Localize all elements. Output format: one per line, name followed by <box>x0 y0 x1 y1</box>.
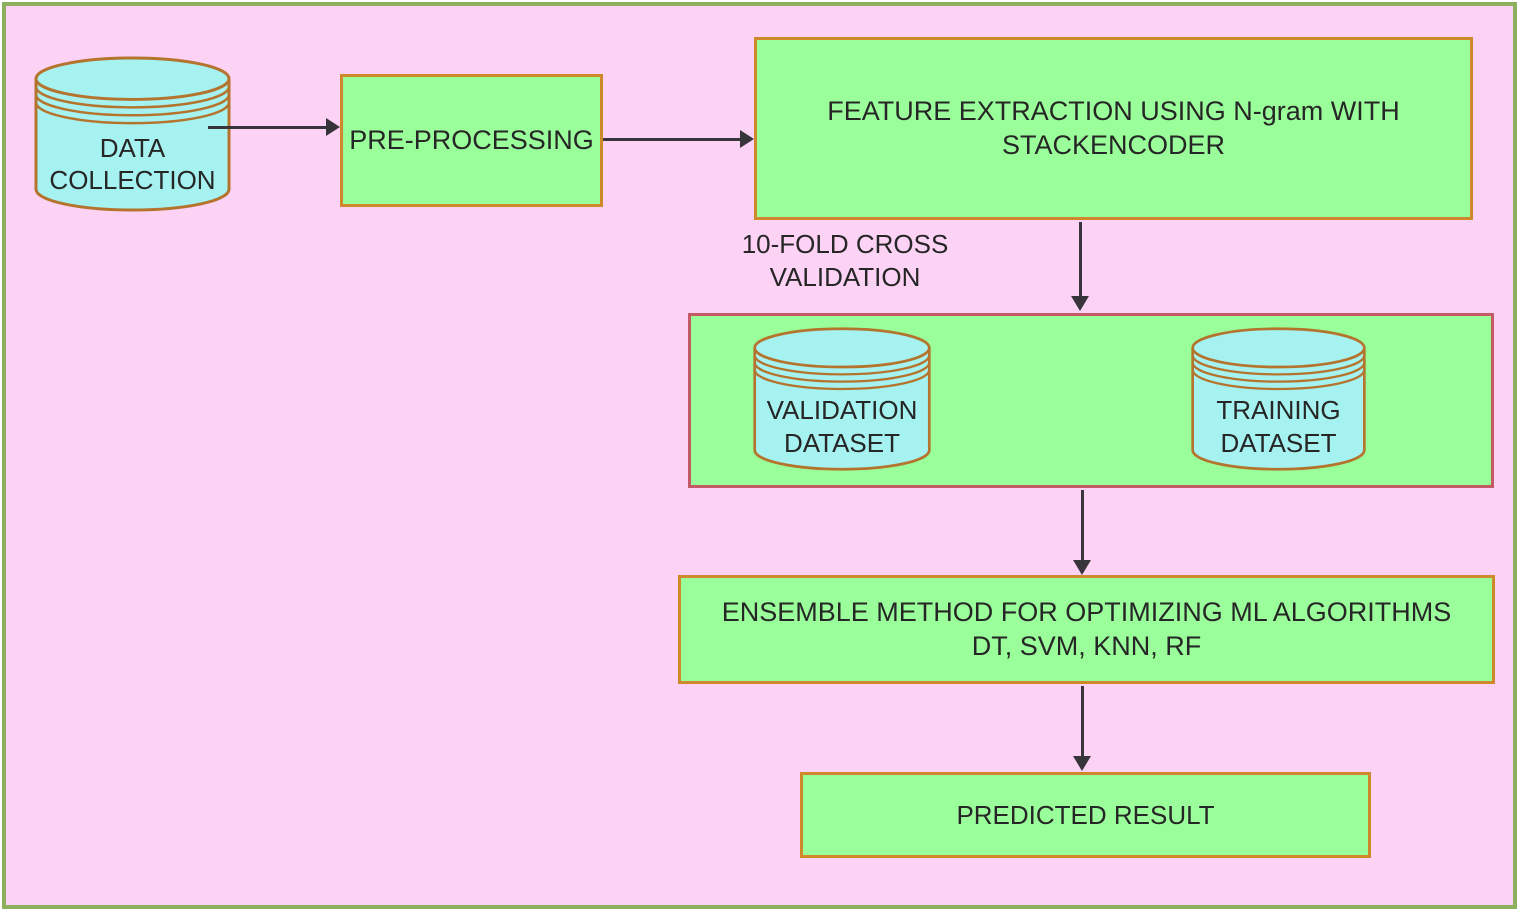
node-label-validation-dataset: VALIDATION DATASET <box>766 395 918 458</box>
arrowhead-right-icon <box>740 130 754 148</box>
node-label-wrap: VALIDATION DATASET <box>752 387 932 466</box>
node-validation-dataset: VALIDATION DATASET <box>752 326 932 472</box>
arrow-line-preprocessing-to-feature <box>603 138 741 141</box>
arrow-line-data-to-preprocessing <box>208 126 330 129</box>
node-data-collection: DATA COLLECTION <box>33 55 232 213</box>
database-cylinder-icon <box>34 56 231 212</box>
node-ensemble-method: ENSEMBLE METHOD FOR OPTIMIZING ML ALGORI… <box>678 575 1495 684</box>
node-label-preprocessing: PRE-PROCESSING <box>349 124 594 155</box>
arrow-line-feature-to-datasets <box>1079 222 1082 298</box>
node-label-wrap: DATA COLLECTION <box>33 121 232 206</box>
edge-label-cross-validation: 10-FOLD CROSS VALIDATION <box>741 229 949 292</box>
database-cylinder-icon <box>753 327 931 471</box>
node-label-data-collection: DATA COLLECTION <box>49 132 216 196</box>
arrowhead-down-icon <box>1073 756 1091 771</box>
node-label-predicted-result: PREDICTED RESULT <box>956 799 1215 830</box>
node-preprocessing: PRE-PROCESSING <box>340 74 603 207</box>
node-label-training-dataset: TRAINING DATASET <box>1216 395 1341 458</box>
arrowhead-right-icon <box>326 118 340 136</box>
arrowhead-down-icon <box>1073 560 1091 575</box>
node-training-dataset: TRAINING DATASET <box>1190 326 1367 472</box>
database-cylinder-icon <box>1191 327 1366 471</box>
node-label-ensemble-method: ENSEMBLE METHOD FOR OPTIMIZING ML ALGORI… <box>721 596 1452 661</box>
node-label-feature-extraction: FEATURE EXTRACTION USING N-gram WITH STA… <box>827 95 1400 160</box>
arrow-line-datasets-to-ensemble <box>1081 490 1084 562</box>
arrowhead-down-icon <box>1071 296 1089 311</box>
node-predicted-result: PREDICTED RESULT <box>800 772 1371 858</box>
arrow-line-ensemble-to-predicted <box>1081 686 1084 758</box>
node-label-wrap: TRAINING DATASET <box>1190 387 1367 466</box>
node-feature-extraction: FEATURE EXTRACTION USING N-gram WITH STA… <box>754 37 1473 220</box>
